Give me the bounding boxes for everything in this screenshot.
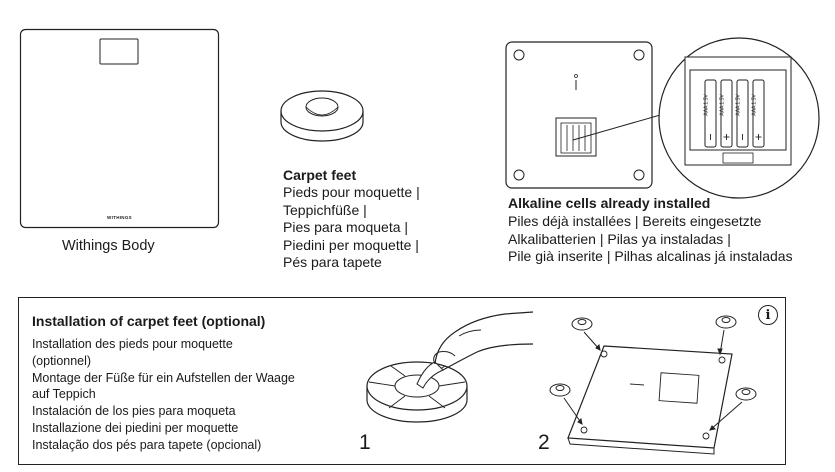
info-icon: i: [758, 305, 778, 325]
battery-cell-label: AAA 1.5V: [703, 94, 710, 116]
battery-cell-label: AAA 1.5V: [751, 94, 758, 116]
scale-name: Withings Body: [62, 238, 155, 254]
installation-line: (optionnel): [32, 353, 92, 368]
batteries-line: Pile già inserite | Pilhas alcalinas já …: [508, 248, 793, 264]
battery-cell-label: AAA 1.5V: [735, 94, 742, 116]
carpet-feet-line: Piedini per moquette |: [283, 236, 419, 253]
step-number-2: 2: [538, 431, 550, 454]
step1-illustration: [365, 304, 535, 432]
step-number-1: 1: [359, 431, 371, 454]
carpet-feet-translations: Pieds pour moquette | Teppichfüße | Pies…: [283, 184, 420, 272]
scale-illustration: WITHINGS: [19, 28, 220, 229]
carpet-feet-title: Carpet feet: [283, 167, 357, 183]
step2-illustration: [544, 308, 764, 458]
installation-translations: Installation des pieds pour moquette (op…: [32, 336, 295, 454]
installation-line: Installazione dei piedini per moquette: [32, 420, 239, 435]
batteries-title: Alkaline cells already installed: [508, 195, 711, 211]
scale-back-illustration: AAA 1.5V AAA 1.5V AAA 1.5V AAA 1.5V: [505, 30, 830, 199]
installation-line: Instalación de los pies para moqueta: [32, 404, 236, 419]
batteries-line: Piles déjà installées | Bereits eingeset…: [508, 213, 762, 229]
installation-line: auf Teppich: [32, 387, 96, 402]
carpet-foot-illustration: [278, 86, 366, 146]
installation-line: Montage der Füße für ein Aufstellen der …: [32, 370, 295, 385]
carpet-feet-line: Pies para moqueta |: [283, 219, 409, 235]
scale-brand-logo: WITHINGS: [107, 215, 132, 220]
installation-panel: Installation of carpet feet (optional) I…: [18, 297, 786, 465]
installation-line: Installation des pieds pour moquette: [32, 337, 233, 351]
info-icon-glyph: i: [765, 308, 771, 323]
batteries-translations: Piles déjà installées | Bereits eingeset…: [508, 213, 793, 266]
carpet-feet-line: Teppichfüße |: [283, 201, 367, 218]
batteries-line: Alkalibatterien | Pilas ya instaladas |: [508, 230, 731, 247]
installation-line: Instalação dos pés para tapete (opcional…: [32, 437, 262, 452]
installation-title: Installation of carpet feet (optional): [32, 313, 266, 329]
carpet-feet-line: Pés para tapete: [283, 254, 382, 270]
carpet-feet-line: Pieds pour moquette |: [283, 184, 420, 200]
battery-cell-label: AAA 1.5V: [719, 94, 726, 116]
